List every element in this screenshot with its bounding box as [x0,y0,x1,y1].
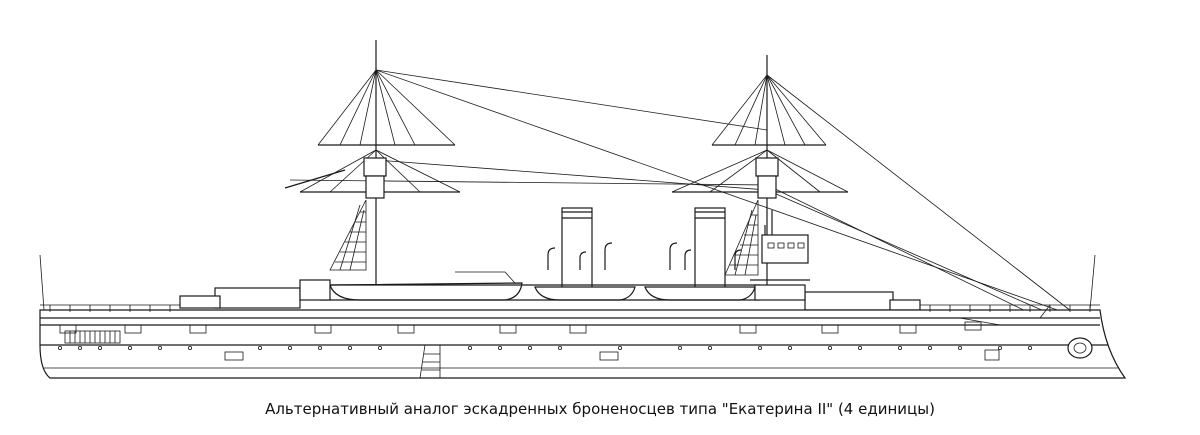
boats [320,271,760,301]
superstructure [179,279,921,311]
bridge [750,210,810,281]
figure-caption: Альтернативный аналог эскадренных бронен… [265,400,935,418]
hull [39,304,1127,379]
portholes [58,345,1033,350]
fore-mast [284,40,461,300]
funnels [547,207,742,289]
